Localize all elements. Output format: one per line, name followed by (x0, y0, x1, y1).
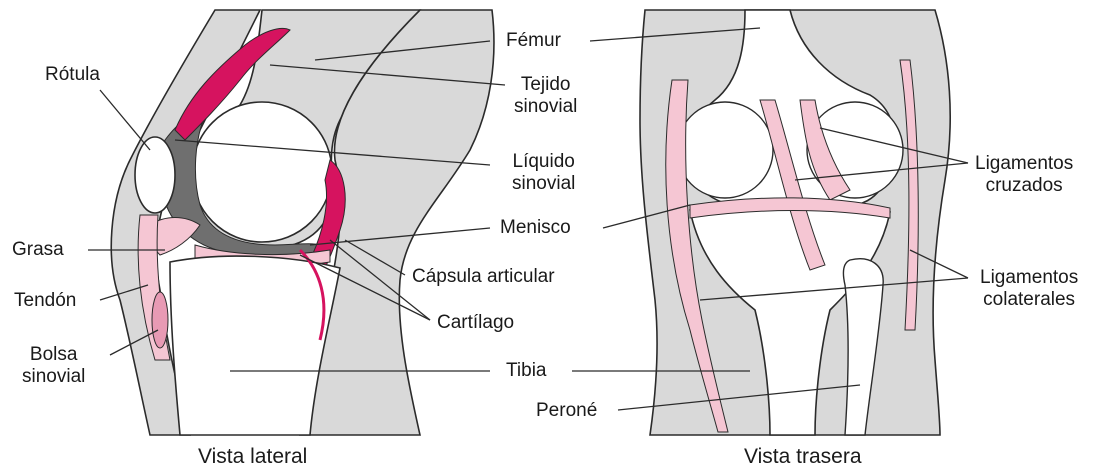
label-rotula: Rótula (45, 64, 100, 86)
label-tejido-sinovial: Tejido sinovial (514, 74, 577, 118)
label-tejido-line2: sinovial (514, 96, 577, 118)
bursa (152, 292, 168, 348)
label-liquido-sinovial: Líquido sinovial (512, 151, 575, 195)
label-liquido-line2: sinovial (512, 173, 575, 195)
label-cruzados-line2: cruzados (975, 175, 1073, 197)
label-tibia: Tibia (506, 360, 546, 382)
label-colaterales-line2: colaterales (980, 289, 1078, 311)
label-bolsa-sinovial: Bolsa sinovial (22, 344, 85, 388)
label-colaterales-line1: Ligamentos (980, 267, 1078, 289)
label-tejido-line1: Tejido (514, 74, 577, 96)
label-cartilago: Cartílago (437, 312, 514, 334)
caption-vista-trasera: Vista trasera (744, 445, 862, 469)
label-femur: Fémur (506, 30, 561, 52)
label-ligamentos-cruzados: Ligamentos cruzados (975, 153, 1073, 197)
femoral-condyle (192, 102, 332, 242)
label-cruzados-line1: Ligamentos (975, 153, 1073, 175)
patella (135, 137, 175, 213)
label-ligamentos-colaterales: Ligamentos colaterales (980, 267, 1078, 311)
label-liquido-line1: Líquido (512, 151, 575, 173)
label-tendon: Tendón (14, 290, 76, 312)
leader-rotula (100, 90, 150, 150)
label-grasa: Grasa (12, 239, 64, 261)
label-capsula-articular: Cápsula articular (412, 266, 555, 288)
label-perone: Peroné (536, 400, 597, 422)
caption-vista-lateral: Vista lateral (198, 445, 307, 469)
medial-condyle (677, 102, 773, 198)
label-bolsa-line2: sinovial (22, 366, 85, 388)
label-bolsa-line1: Bolsa (22, 344, 85, 366)
label-menisco: Menisco (500, 217, 571, 239)
